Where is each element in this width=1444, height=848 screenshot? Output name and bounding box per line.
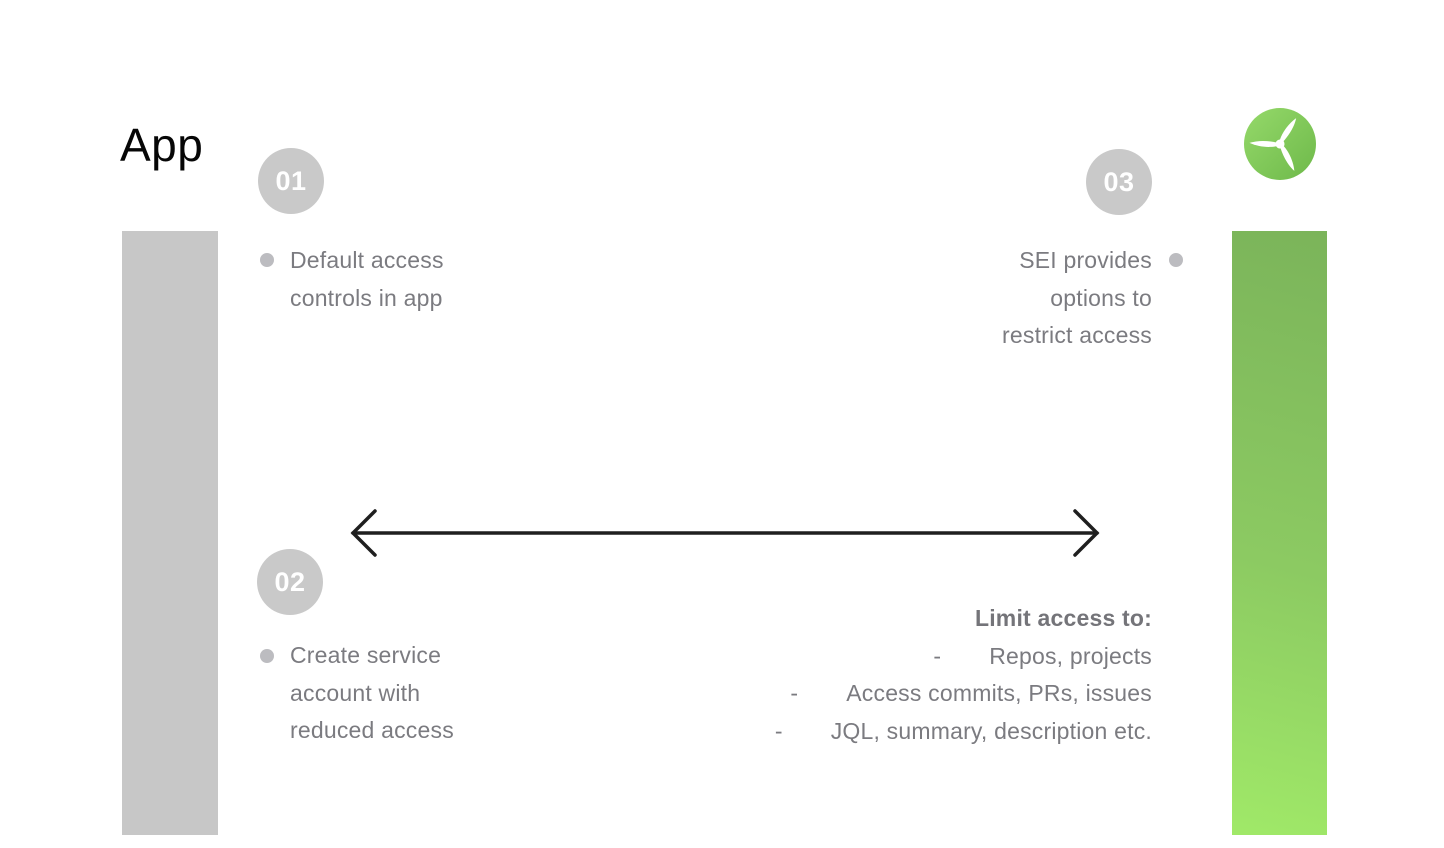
limit-access-block: Limit access to: - Repos, projects - Acc… xyxy=(775,600,1152,750)
step-2-line-3: reduced access xyxy=(290,717,454,743)
step-2-line-1: Create service xyxy=(290,642,442,668)
limit-item-text: Repos, projects xyxy=(989,642,1152,669)
limit-item-text: JQL, summary, description etc. xyxy=(830,717,1152,744)
limit-item: - Repos, projects xyxy=(775,638,1152,676)
bullet-dot-icon xyxy=(260,253,274,267)
double-headed-arrow-svg xyxy=(350,509,1100,557)
step-3-line-3: restrict access xyxy=(1002,322,1152,348)
app-title: App xyxy=(120,119,204,171)
step-2-text: Create service account with reduced acce… xyxy=(290,637,454,750)
dash-bullet: - xyxy=(790,680,799,706)
step-1-text: Default access controls in app xyxy=(290,242,444,317)
step-2-line-2: account with xyxy=(290,679,421,706)
app-side-bar xyxy=(122,231,218,835)
limit-item: - Access commits, PRs, issues xyxy=(775,675,1152,713)
step-badge-01: 01 xyxy=(258,148,324,214)
step-3-line-1: SEI provides xyxy=(1019,247,1152,273)
double-headed-arrow-icon xyxy=(344,500,1106,566)
step-badge-02: 02 xyxy=(257,549,323,615)
propeller-icon-svg xyxy=(1244,108,1316,180)
step-badge-03: 03 xyxy=(1086,149,1152,215)
sei-side-bar xyxy=(1232,231,1327,835)
step-1-line-2: controls in app xyxy=(290,284,443,311)
limit-item: - JQL, summary, description etc. xyxy=(775,713,1152,751)
bullet-dot-icon xyxy=(1169,253,1183,267)
dash-bullet: - xyxy=(774,717,783,744)
step-3-text: SEI provides options to restrict access xyxy=(1002,242,1152,355)
limit-item-text: Access commits, PRs, issues xyxy=(846,680,1152,706)
dash-bullet: - xyxy=(933,642,942,669)
limit-access-heading: Limit access to: xyxy=(974,605,1152,631)
step-1-line-1: Default access xyxy=(290,247,444,273)
propeller-icon xyxy=(1244,108,1316,180)
bullet-dot-icon xyxy=(260,649,274,663)
step-3-line-2: options to xyxy=(1050,284,1152,311)
